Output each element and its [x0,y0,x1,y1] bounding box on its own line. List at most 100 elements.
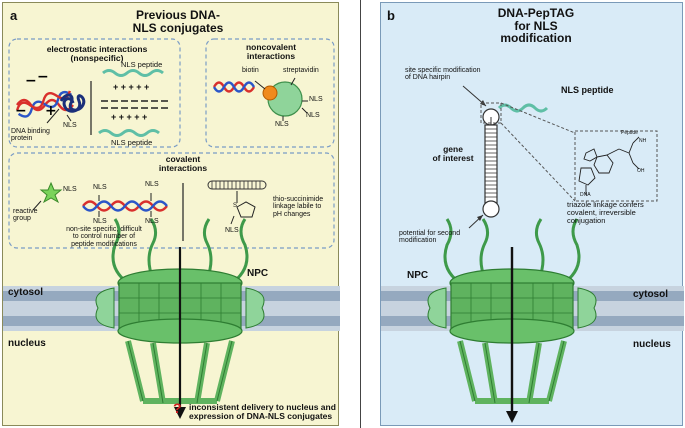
triazole-zoom-box [574,130,658,202]
thio-succinimide-label: thio-succinimide linkage labile to pH ch… [273,196,323,218]
protein-pointer [46,108,60,124]
triazole-line1: triazole linkage confers [567,200,644,209]
nls-peptide-icon [497,103,549,113]
minus-sign-icon: − [37,69,49,85]
peptide-atom-label: Peptide [621,130,638,136]
panel-a-title: Previous DNA- NLS conjugates [113,9,243,34]
oh-atom-label: OH [637,168,645,174]
hairpin-icon [207,180,267,190]
electrostatic-box [8,38,181,148]
covalent-description-line1: non-site specific, difficult [66,226,142,233]
triazole-label: triazole linkage confers covalent, irrev… [567,201,644,225]
covalent-box [8,152,335,249]
star-icon [39,181,63,204]
result-text: inconsistent delivery to nucleus and exp… [189,403,336,421]
covalent-description-line3: peptide modifications [71,240,137,248]
covalent-title: covalent interactions [143,155,223,173]
nls-label: NLS [93,184,107,191]
gene-of-interest-label: gene of interest [427,145,479,163]
biotin-label: biotin [242,67,259,74]
nucleus-label: nucleus [8,338,46,349]
reactive-group-line1: reactive [13,208,38,215]
sulfur-label: S [233,203,238,209]
nls-label: NLS [306,112,320,119]
maleimide-icon [230,191,256,225]
plus-sign-icon: + [45,103,57,119]
minus-sign-icon: − [15,103,27,119]
biotin-icon [262,85,278,101]
site-specific-line1: site specific modification [405,67,481,74]
dna-atom-label: DNA [580,192,591,198]
panel-label-b: b [387,8,395,23]
panel-b-title-line2: for NLS [514,18,558,33]
binding-protein-label: DNA binding protein [11,128,50,143]
zoom-source-box [480,102,502,124]
noncovalent-box [205,38,335,148]
panel-a-title-line2: NLS conjugates [132,20,224,35]
binding-protein-line1: DNA binding [11,128,50,135]
nls-peptide-label: NLS peptide [121,60,163,69]
binding-protein-icon [59,93,86,113]
panel-a-graphics: − − − + [3,38,340,419]
arrowhead-icon [174,407,186,419]
thio-succinimide-line1: thio-succinimide [273,196,324,203]
nls-pointer [66,114,72,122]
panel-b: b DNA-PepTAG for NLS modification site s… [380,2,684,426]
covalent-description-line2: to control number of [72,233,136,241]
electrostatic-title-line2: (nonspecific) [70,52,124,63]
triazole-line2: covalent, irreversible [567,207,636,217]
star-nls-label: NLS [63,186,77,193]
plus-row: + + + + + [113,82,150,92]
minus-sign-icon: − [25,73,37,89]
site-specific-label: site specific modification of DNA hairpi… [405,67,480,82]
plus-row: + + + + + [111,112,148,122]
electrostatic-title: electrostatic interactions (nonspecific) [27,45,167,63]
covalent-description: non-site specific, difficult to control … [39,226,169,248]
nh-atom-label: NH [639,138,647,144]
panel-b-title-line3: modification [500,31,572,46]
result-text-line1: inconsistent delivery to nucleus and [189,402,336,412]
cytosol-label: cytosol [8,287,44,298]
second-modification-label: potential for second modification [399,230,460,245]
nls-label: NLS [309,96,323,103]
noncovalent-title-line2: interactions [246,50,296,61]
reactive-group-line2: group [13,215,31,223]
nls-peptide-label: NLS peptide [111,138,153,147]
nls-label: NLS [145,218,159,225]
noncovalent-title: noncovalent interactions [231,43,311,61]
arrowhead-icon [506,411,518,423]
panel-b-graphics [381,85,684,423]
reactive-pointer [32,200,42,211]
streptavidin-icon [212,77,308,121]
npc-label: NPC [247,268,269,279]
nls-label: NLS [93,218,107,225]
dna-hairpin-icon [482,108,500,218]
reactive-group-label: reactive group [13,208,38,223]
cytosol-label: cytosol [633,289,669,300]
covalent-title-line1: covalent [165,154,201,164]
nucleus-label: nucleus [633,339,671,350]
streptavidin-label: streptavidin [283,67,319,74]
nls-peptide-label: NLS peptide [561,85,614,95]
covalent-title-line2: interactions [158,162,208,173]
gene-of-interest-line1: gene [443,144,463,154]
nls-label: NLS [63,122,77,129]
nls-label: NLS [225,227,239,234]
panel-b-title: DNA-PepTAG for NLS modification [471,7,601,45]
nls-label: NLS [145,181,159,188]
panel-b-title-line1: DNA-PepTAG [497,6,575,20]
nls-label: NLS [275,121,289,128]
binding-protein-line2: protein [11,135,33,143]
gene-of-interest-line2: of interest [432,152,474,163]
panel-separator [360,0,361,428]
panel-a: − − − + [2,2,340,426]
second-modification-line1: potential for second [399,230,461,237]
result-text-line2: expression of DNA-NLS conjugates [189,410,333,421]
electrostatic-title-line1: electrostatic interactions [46,44,148,54]
noncovalent-title-line1: noncovalent [245,42,297,52]
panel-label-a: a [10,8,18,23]
panel-a-title-line1: Previous DNA- [135,8,221,22]
triazole-structure-icon [578,136,640,195]
thio-succinimide-line3: pH changes [273,210,311,218]
site-specific-line2: of DNA hairpin [405,74,451,82]
